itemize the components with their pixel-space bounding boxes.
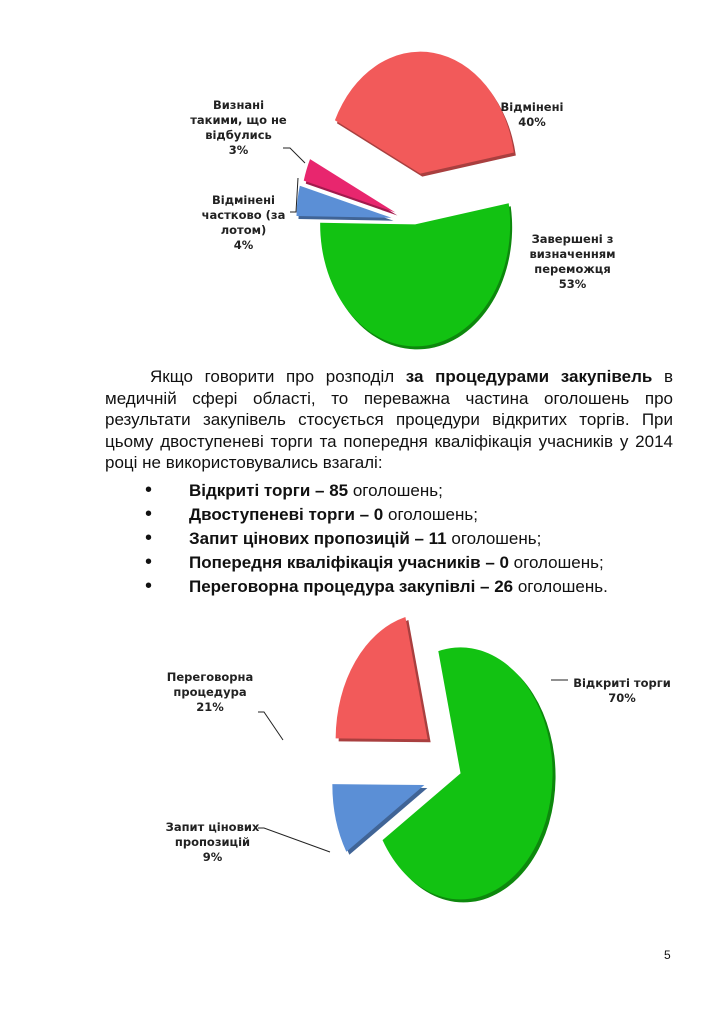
- leader-line: [283, 147, 306, 164]
- list-item: Відкриті торги – 85 оголошень;: [145, 480, 608, 504]
- leader-line: [290, 177, 299, 213]
- leader-line: [258, 711, 284, 741]
- pie-slice: [382, 647, 553, 900]
- pie-slice: [332, 784, 425, 852]
- pie-slice: [296, 185, 392, 218]
- body-paragraph: Якщо говорити про розподіл за процедурам…: [105, 367, 673, 472]
- pie-slice: [320, 203, 511, 347]
- pie-slice: [303, 159, 396, 213]
- leader-line: [258, 827, 331, 853]
- list-item: Запит цінових пропозицій – 11 оголошень;: [145, 528, 608, 552]
- pie-chart-results: [283, 51, 516, 350]
- list-item: Переговорна процедура закупівлі – 26 ого…: [145, 576, 608, 600]
- list-item: Попередня кваліфікація учасників – 0 ого…: [145, 552, 608, 576]
- page-number: 5: [664, 948, 671, 962]
- list-item: Двоступеневі торги – 0 оголошень;: [145, 504, 608, 528]
- procedure-list: Відкриті торги – 85 оголошень; Двоступен…: [145, 480, 608, 600]
- pie-slice: [335, 617, 428, 740]
- pie-slice: [334, 51, 514, 174]
